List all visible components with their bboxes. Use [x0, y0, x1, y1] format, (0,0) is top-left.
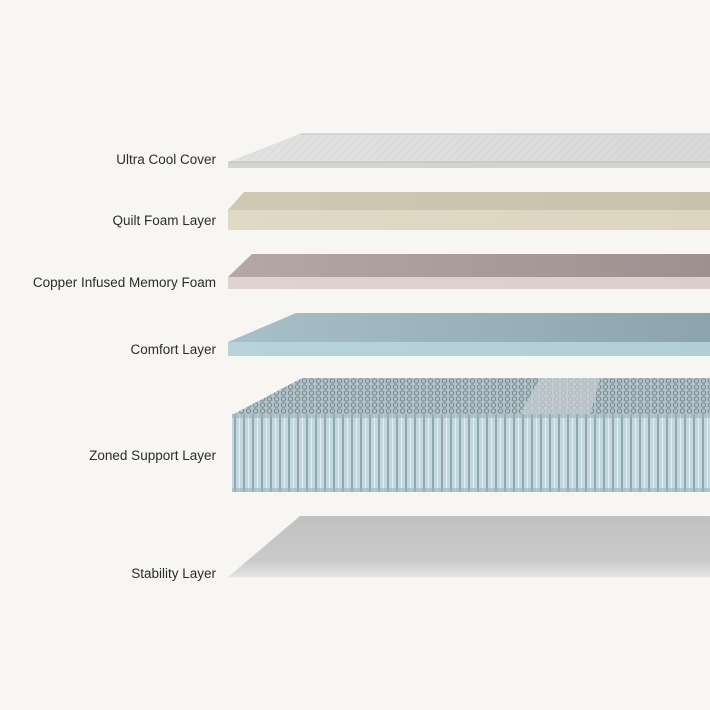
layer-comfort — [228, 313, 710, 356]
layer-zoned-support — [232, 378, 710, 492]
layer-stability — [228, 516, 710, 578]
label-stability-layer: Stability Layer — [131, 566, 216, 581]
label-copper-infused-memory-foam: Copper Infused Memory Foam — [32, 275, 216, 290]
layer-ultra-cool-cover — [228, 133, 710, 168]
layer-quilt-foam — [228, 192, 710, 230]
label-quilt-foam-layer: Quilt Foam Layer — [112, 213, 216, 228]
layer-copper-memory-foam — [228, 254, 710, 289]
label-zoned-support-layer: Zoned Support Layer — [89, 448, 216, 463]
label-ultra-cool-cover: Ultra Cool Cover — [116, 152, 216, 167]
label-comfort-layer: Comfort Layer — [130, 342, 216, 357]
